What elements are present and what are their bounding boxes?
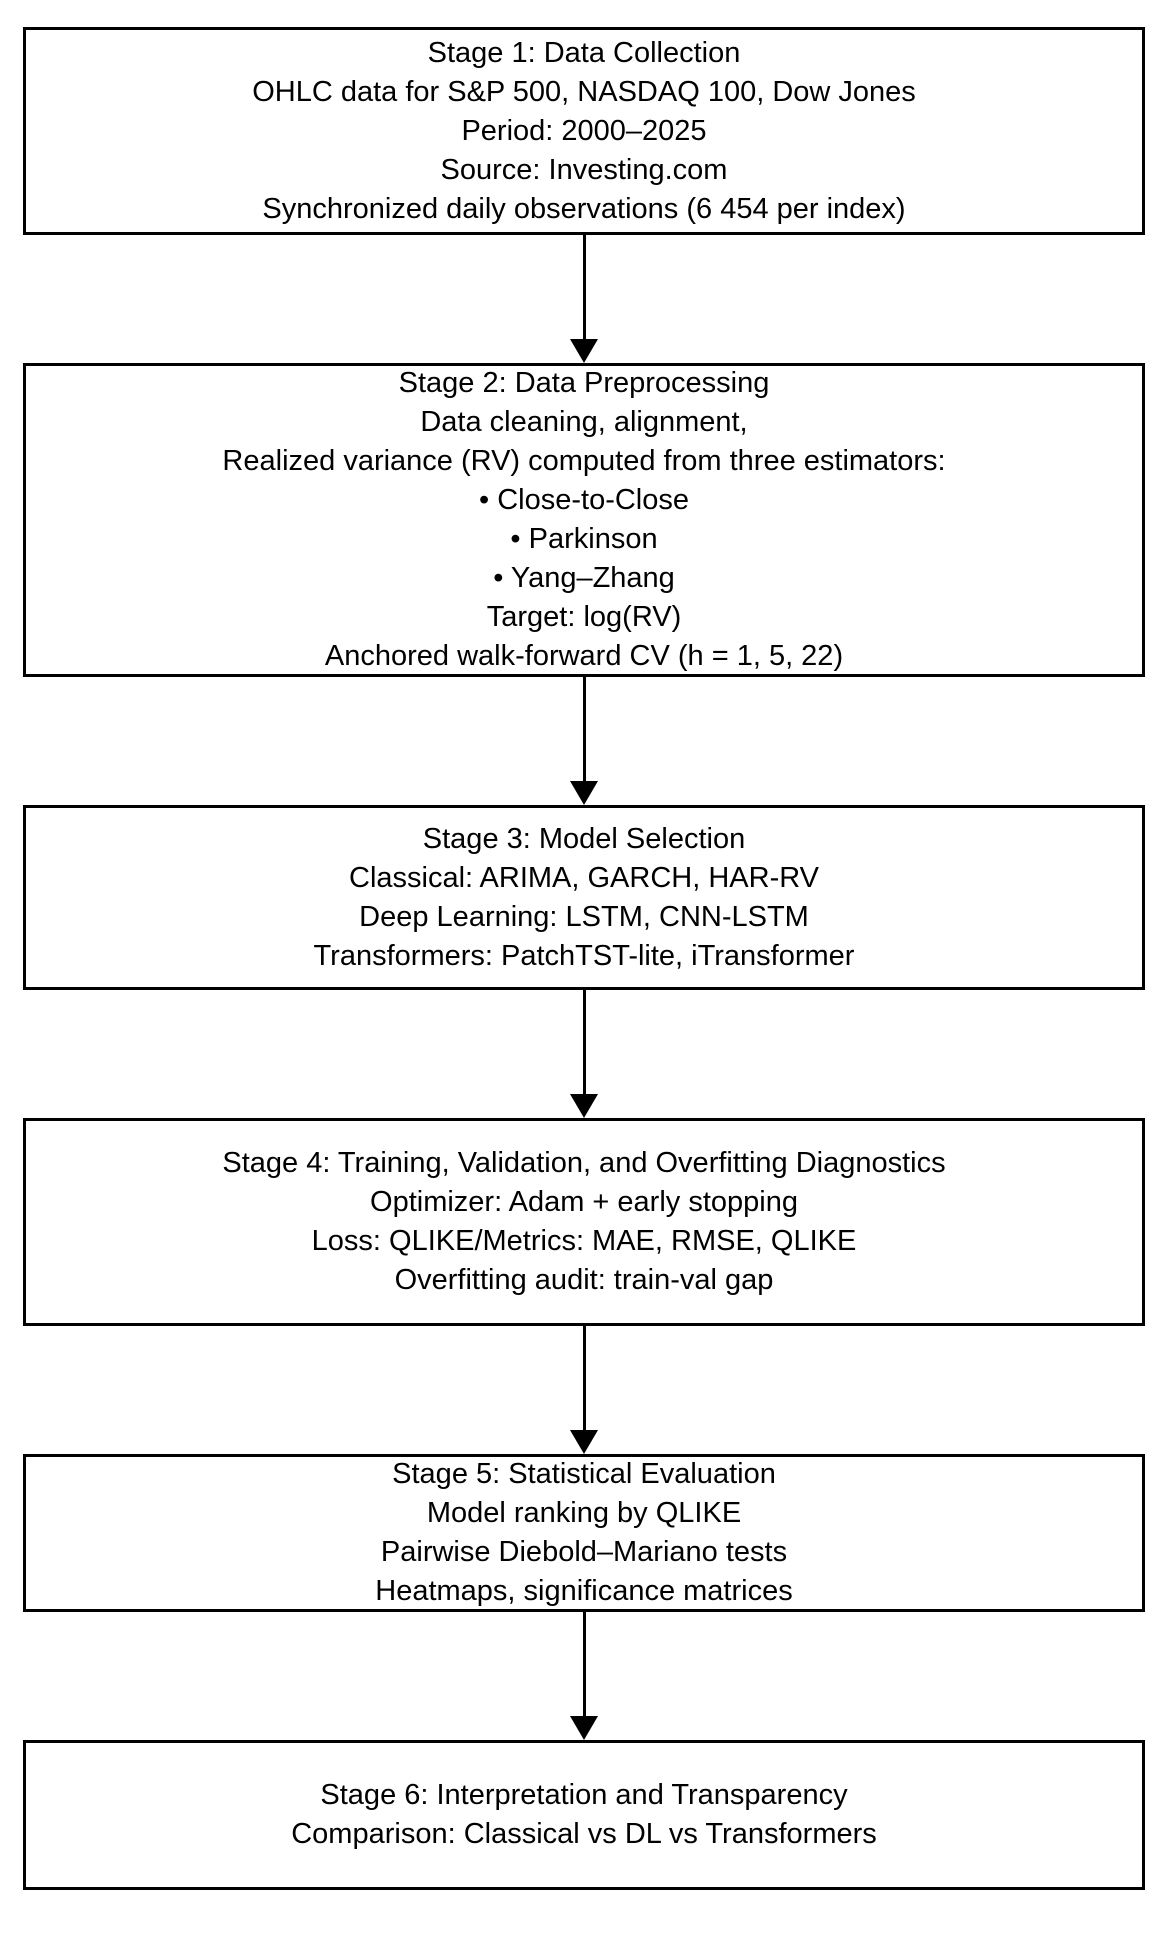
stage-2-line: Data cleaning, alignment,	[420, 406, 748, 438]
stage-1-line: Period: 2000–2025	[461, 114, 707, 147]
stage-1-title: Stage 1: Data Collection	[427, 36, 741, 69]
arrow-shaft	[582, 1326, 586, 1431]
arrow-shaft	[582, 1612, 586, 1717]
arrow-shaft	[582, 677, 586, 782]
stage-2-line: Target: log(RV)	[486, 601, 682, 633]
down-arrow-icon	[23, 990, 1145, 1118]
arrow-shaft	[582, 235, 586, 340]
stage-1-line: Source: Investing.com	[440, 153, 728, 186]
stage-3-line: Transformers: PatchTST-lite, iTransforme…	[313, 939, 855, 972]
stage-2-line: Anchored walk-forward CV (h = 1, 5, 22)	[324, 640, 844, 672]
stage-4-title: Stage 4: Training, Validation, and Overf…	[222, 1147, 946, 1179]
arrow-head-icon	[570, 339, 598, 363]
arrow-head-icon	[570, 781, 598, 805]
stage-5-line: Heatmaps, significance matrices	[375, 1575, 793, 1607]
stage-1-box: Stage 1: Data Collection OHLC data for S…	[23, 27, 1145, 235]
stage-5-line: Model ranking by QLIKE	[426, 1497, 742, 1529]
stage-2-box: Stage 2: Data Preprocessing Data cleanin…	[23, 363, 1145, 677]
stage-3-line: Classical: ARIMA, GARCH, HAR-RV	[349, 861, 819, 894]
stage-2-bullet: • Yang–Zhang	[493, 562, 675, 594]
arrow-head-icon	[570, 1430, 598, 1454]
arrow-head-icon	[570, 1094, 598, 1118]
down-arrow-icon	[23, 1612, 1145, 1740]
stage-4-box: Stage 4: Training, Validation, and Overf…	[23, 1118, 1145, 1326]
stage-3-box: Stage 3: Model Selection Classical: ARIM…	[23, 805, 1145, 990]
stage-2-bullet: • Close-to-Close	[479, 484, 689, 516]
stage-6-box: Stage 6: Interpretation and Transparency…	[23, 1740, 1145, 1890]
stage-5-box: Stage 5: Statistical Evaluation Model ra…	[23, 1454, 1145, 1612]
arrow-shaft	[582, 990, 586, 1095]
stage-6-line: Comparison: Classical vs DL vs Transform…	[291, 1818, 877, 1850]
arrow-head-icon	[570, 1716, 598, 1740]
stage-5-title: Stage 5: Statistical Evaluation	[392, 1458, 776, 1490]
stage-2-line: Realized variance (RV) computed from thr…	[222, 445, 946, 477]
stage-6-title: Stage 6: Interpretation and Transparency	[320, 1779, 848, 1811]
down-arrow-icon	[23, 677, 1145, 805]
stage-4-line: Optimizer: Adam + early stopping	[370, 1186, 798, 1218]
stage-1-line: Synchronized daily observations (6 454 p…	[262, 192, 906, 225]
stage-4-line: Loss: QLIKE/Metrics: MAE, RMSE, QLIKE	[311, 1225, 857, 1257]
down-arrow-icon	[23, 235, 1145, 363]
stage-4-line: Overfitting audit: train-val gap	[394, 1264, 774, 1296]
stage-5-line: Pairwise Diebold–Mariano tests	[380, 1536, 788, 1568]
stage-2-bullet: • Parkinson	[510, 523, 658, 555]
stage-3-line: Deep Learning: LSTM, CNN-LSTM	[359, 900, 809, 933]
down-arrow-icon	[23, 1326, 1145, 1454]
stage-1-line: OHLC data for S&P 500, NASDAQ 100, Dow J…	[252, 75, 916, 108]
stage-3-title: Stage 3: Model Selection	[422, 822, 746, 855]
stage-2-title: Stage 2: Data Preprocessing	[398, 367, 770, 399]
